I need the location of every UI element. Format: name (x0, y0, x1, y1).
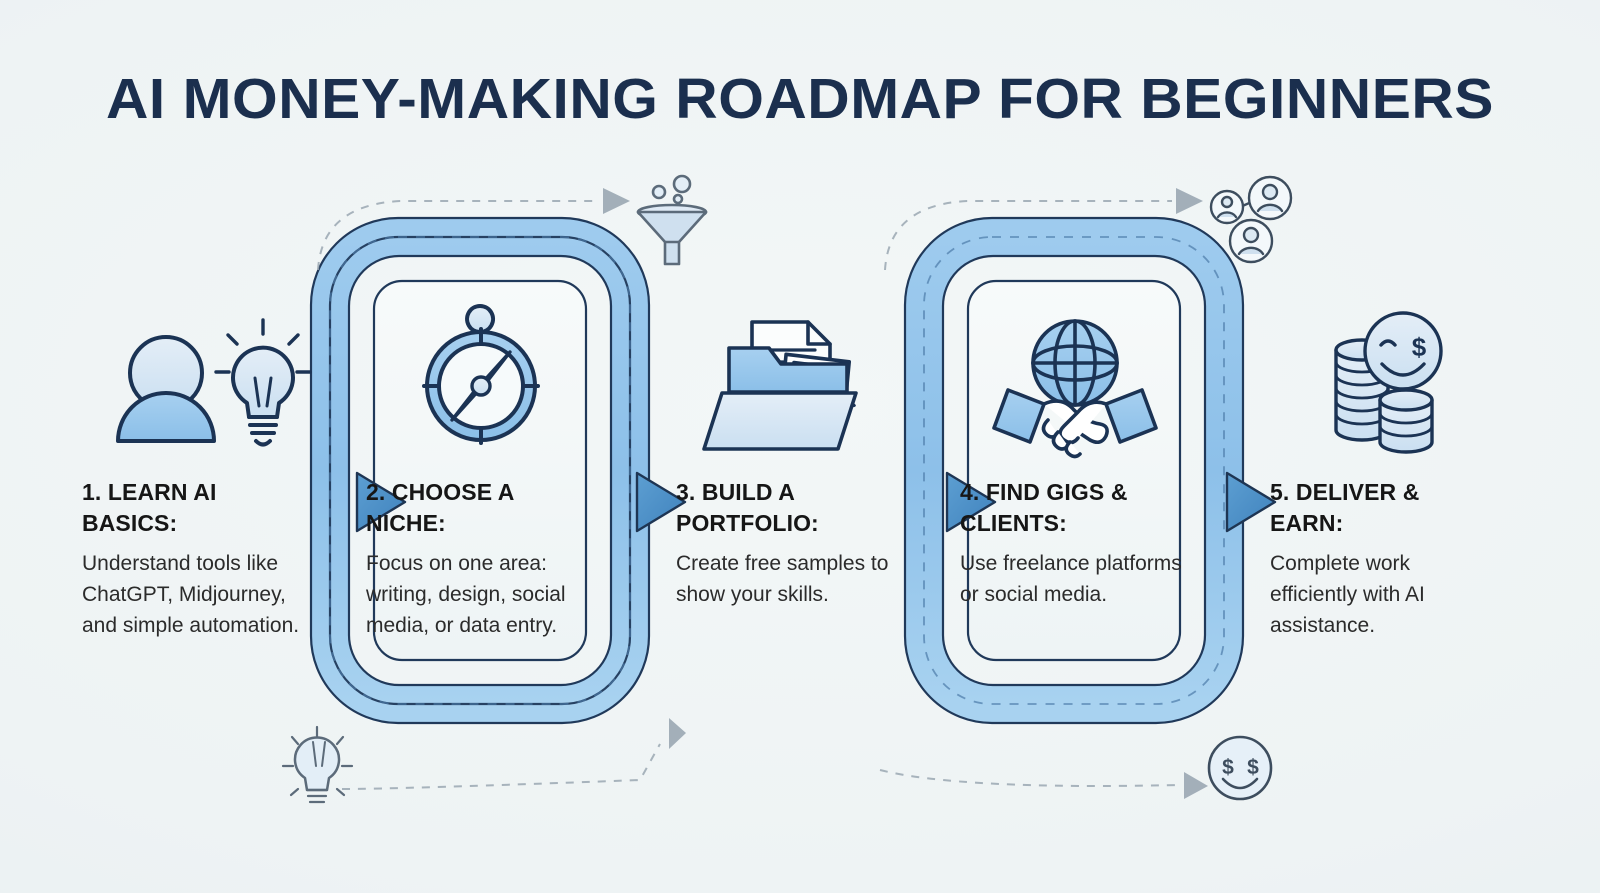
step-text-learn-ai-basics: 1. LEARN AI BASICS: Understand tools lik… (82, 477, 310, 641)
step-heading: 1. LEARN AI BASICS: (82, 479, 217, 536)
svg-text:$: $ (1412, 332, 1427, 362)
funnel-bubbles-icon (636, 174, 708, 266)
step-text-deliver-and-earn: 5. DELIVER & EARN: Complete work efficie… (1270, 477, 1498, 641)
step-text-choose-a-niche: 2. CHOOSE A NICHE: Focus on one area: wr… (366, 477, 594, 641)
step-body: Focus on one area: writing, design, soci… (366, 552, 566, 637)
svg-text:$: $ (1222, 756, 1234, 779)
track-loop-1 (309, 216, 651, 725)
arrow-4-to-5 (1225, 471, 1277, 533)
money-smiley-icon: $ $ (1207, 735, 1273, 801)
lightbulb-small-icon (281, 725, 354, 804)
folder-portfolio-icon (702, 320, 858, 451)
step-body: Create free samples to show your skills. (676, 552, 889, 606)
step-body: Use freelance platforms or social media. (960, 552, 1182, 606)
coins-smiley-icon: $ (1334, 311, 1443, 454)
step-heading: 4. FIND GIGS & CLIENTS: (960, 479, 1128, 536)
compass-icon (422, 304, 540, 445)
step-body: Understand tools like ChatGPT, Midjourne… (82, 552, 300, 637)
globe-handshake-icon (992, 319, 1158, 459)
person-lightbulb-icon (116, 318, 312, 447)
svg-text:$: $ (1247, 756, 1259, 779)
track-loop-2 (903, 216, 1245, 725)
page-title: AI MONEY-MAKING ROADMAP FOR BEGINNERS (106, 67, 1494, 131)
step-text-find-gigs-and-clients: 4. FIND GIGS & CLIENTS: Use freelance pl… (960, 477, 1188, 610)
step-heading: 3. BUILD A PORTFOLIO: (676, 479, 819, 536)
step-heading: 5. DELIVER & EARN: (1270, 479, 1420, 536)
step-body: Complete work efficiently with AI assist… (1270, 552, 1425, 637)
step-text-build-a-portfolio: 3. BUILD A PORTFOLIO: Create free sample… (676, 477, 904, 610)
people-network-icon (1209, 175, 1293, 264)
step-heading: 2. CHOOSE A NICHE: (366, 479, 514, 536)
